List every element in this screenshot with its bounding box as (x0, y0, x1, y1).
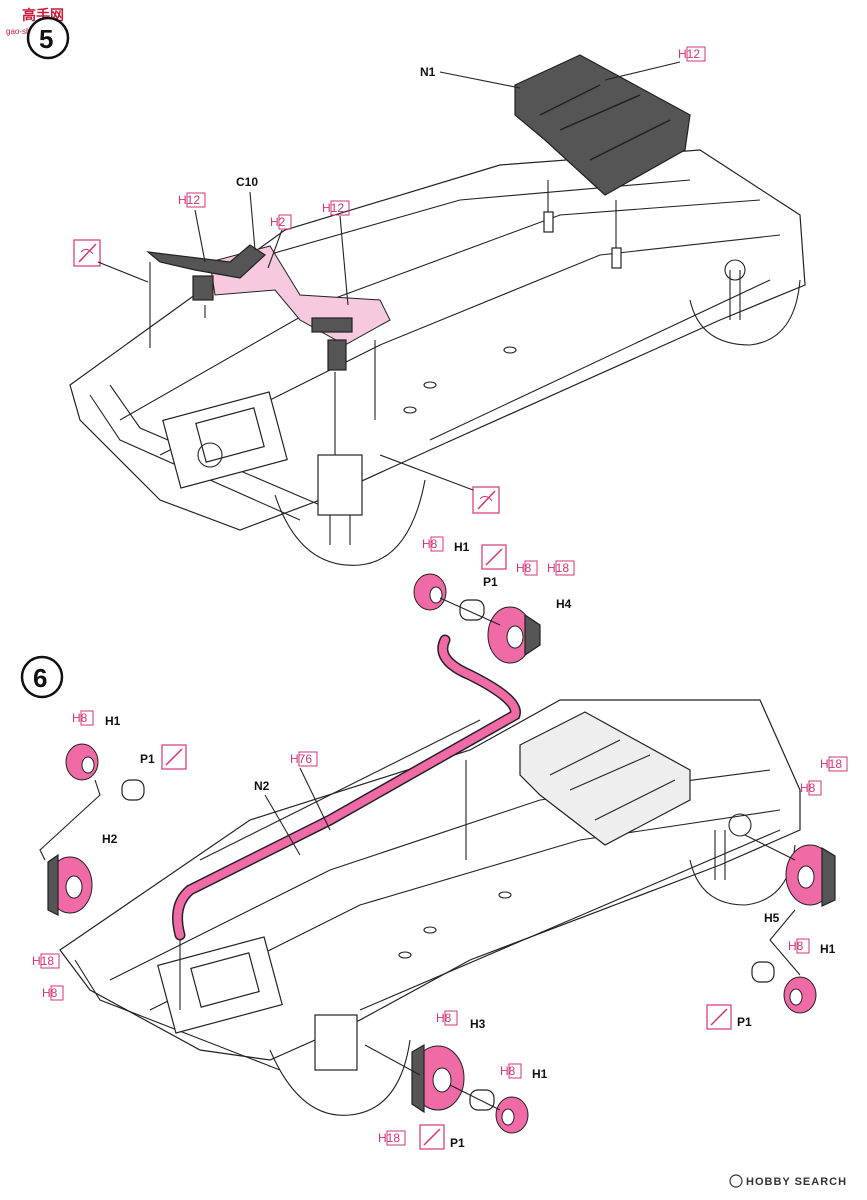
svg-text:H2: H2 (270, 215, 286, 229)
paint-label-h8: H8 (436, 1010, 458, 1026)
no-glue-icon (161, 744, 187, 770)
part-label-h2: H2 (102, 832, 118, 846)
svg-text:H8: H8 (516, 561, 532, 575)
step-6-number: 6 (33, 663, 47, 693)
svg-text:H12: H12 (678, 47, 700, 61)
part-label-p1: P1 (450, 1136, 465, 1150)
part-label-c10: C10 (236, 175, 258, 189)
part-label-p1: P1 (140, 752, 155, 766)
step-6-badge: 6 (20, 655, 64, 699)
paint-label-h8: H8 (72, 710, 94, 726)
part-label-h1: H1 (532, 1067, 548, 1081)
svg-text:H8: H8 (800, 781, 816, 795)
paint-label-h8: H8 (800, 780, 822, 796)
svg-text:H18: H18 (820, 757, 842, 771)
wheel-assembly-rear-right (744, 834, 836, 1014)
svg-text:H8: H8 (500, 1064, 516, 1078)
step-5-badge: 5 (26, 16, 70, 60)
wheel-assembly-front-left (39, 743, 145, 916)
part-label-h5: H5 (764, 911, 780, 925)
part-label-p1: P1 (737, 1015, 752, 1029)
no-glue-icon (379, 454, 500, 514)
part-label-n1: N1 (420, 65, 436, 79)
part-label-h1: H1 (454, 540, 470, 554)
paint-label-h8: H8 (42, 985, 64, 1001)
paint-label-h8: H8 (788, 938, 810, 954)
svg-text:H8: H8 (788, 939, 804, 953)
svg-text:H76: H76 (290, 752, 312, 766)
no-glue-icon (419, 1124, 445, 1150)
wheel-assembly-rear-left (413, 573, 541, 664)
paint-label-h18: H18 (378, 1130, 406, 1146)
part-label-h3: H3 (470, 1017, 486, 1031)
svg-text:H18: H18 (32, 954, 54, 968)
footer-brand-logo: HOBBY SEARCH (729, 1174, 847, 1188)
svg-text:H8: H8 (42, 986, 58, 1000)
part-label-h1: H1 (105, 714, 121, 728)
svg-text:H18: H18 (547, 561, 569, 575)
step-5-chassis-illustration (69, 149, 806, 566)
paint-label-h18: H18 (547, 560, 575, 576)
no-glue-icon (706, 1004, 732, 1030)
paint-label-h12: H12 (178, 192, 206, 263)
crossmember-part-c10 (146, 244, 391, 455)
svg-text:H8: H8 (72, 711, 88, 725)
step-5-number: 5 (39, 24, 53, 54)
no-glue-icon (481, 544, 507, 570)
part-label-h4: H4 (556, 597, 572, 611)
paint-label-h8: H8 (500, 1063, 522, 1079)
svg-text:H12: H12 (322, 201, 344, 215)
part-label-p1: P1 (483, 575, 498, 589)
exhaust-pipe-part (172, 634, 521, 941)
part-label-n2: N2 (254, 779, 270, 793)
fuel-tank-part-n1 (514, 54, 691, 248)
paint-label-h18: H18 (32, 953, 60, 969)
svg-text:H18: H18 (378, 1131, 400, 1145)
paint-label-h8: H8 (422, 536, 444, 552)
svg-text:H8: H8 (436, 1011, 452, 1025)
part-label-h1: H1 (820, 942, 836, 956)
no-glue-icon (73, 239, 149, 283)
paint-label-h12: H12 (322, 200, 350, 306)
paint-label-h8: H8 (516, 560, 538, 576)
svg-text:H12: H12 (178, 193, 200, 207)
paint-label-h2: H2 (267, 214, 292, 269)
svg-text:H8: H8 (422, 537, 438, 551)
footer-brand-text: HOBBY SEARCH (746, 1176, 847, 1188)
paint-label-h12: H12 (604, 46, 706, 81)
paint-label-h76: H76 (290, 751, 331, 831)
wheel-assembly-front-right (364, 1043, 529, 1134)
paint-label-h18: H18 (820, 756, 848, 772)
step-6-chassis-illustration (59, 699, 801, 1116)
